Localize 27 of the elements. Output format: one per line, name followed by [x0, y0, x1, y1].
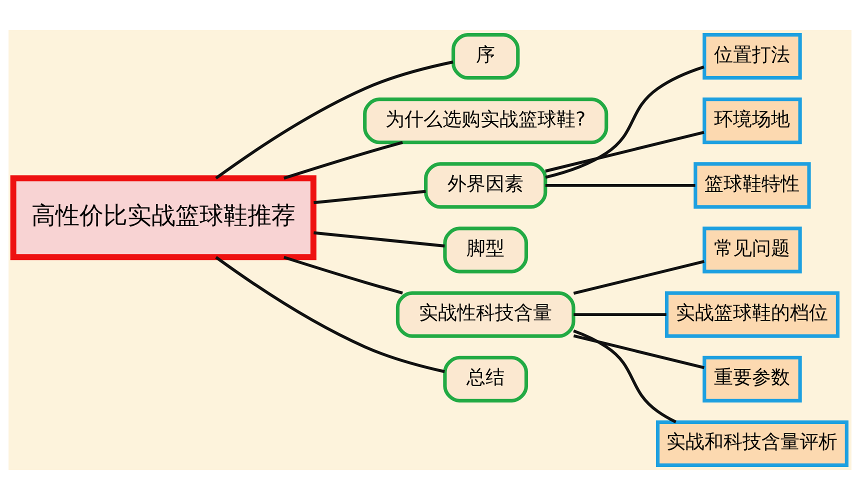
- connector: [545, 184, 696, 187]
- node-box: 脚型: [443, 226, 528, 274]
- connector: [545, 130, 704, 173]
- connector: [314, 231, 445, 248]
- connector: [283, 256, 403, 294]
- node-box: 实战篮球鞋的档位: [664, 291, 840, 338]
- node-box: 环境场地: [702, 98, 802, 144]
- node-box: 高性价比实战篮球鞋推荐: [10, 175, 316, 260]
- node-box: 重要参数: [702, 356, 802, 402]
- node-box: 常见问题: [702, 226, 802, 274]
- connector: [283, 140, 403, 180]
- connector: [215, 60, 454, 180]
- node-box: 篮球鞋特性: [694, 162, 811, 209]
- node-box: 总结: [443, 356, 528, 402]
- node-box: 实战性科技含量: [396, 291, 576, 338]
- connector: [573, 260, 704, 295]
- connector: [574, 313, 666, 316]
- connector: [573, 330, 676, 424]
- connector: [215, 256, 445, 374]
- connector: [314, 190, 426, 204]
- connector: [573, 334, 704, 370]
- node-box: 实战和科技含量评析: [656, 420, 848, 467]
- node-box: 为什么选购实战篮球鞋?: [363, 98, 608, 144]
- node-box: 位置打法: [702, 33, 802, 80]
- node-box: 外界因素: [424, 162, 548, 209]
- connector: [545, 66, 704, 179]
- node-box: 序: [452, 33, 520, 80]
